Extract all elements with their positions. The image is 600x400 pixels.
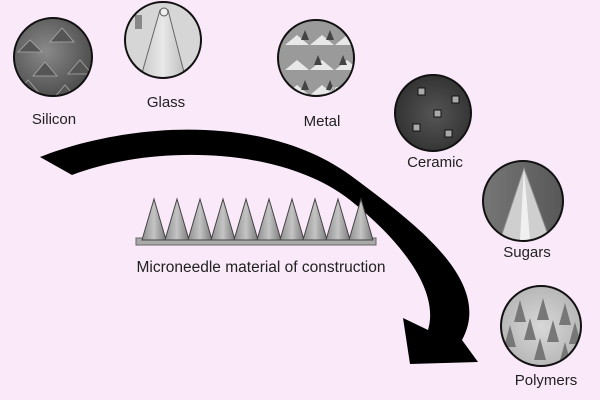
ceramic-image: 500 [394, 74, 472, 152]
label-silicon: Silicon [32, 111, 76, 128]
label-sugars: Sugars [503, 244, 551, 261]
curved-arrow [40, 129, 478, 364]
diagram-caption: Microneedle material of construction [137, 259, 386, 276]
label-ceramic: Ceramic [407, 154, 463, 171]
polymers-image [500, 285, 582, 367]
ceramic-scale-text: 500 [456, 144, 468, 151]
label-glass: Glass [147, 94, 185, 111]
label-polymers: Polymers [515, 372, 578, 389]
microneedle-array [135, 197, 377, 246]
label-metal: Metal [304, 113, 341, 130]
silicon-image [13, 17, 93, 97]
sugars-image [482, 160, 564, 242]
metal-image: 400 [277, 19, 355, 97]
glass-image [124, 1, 202, 79]
